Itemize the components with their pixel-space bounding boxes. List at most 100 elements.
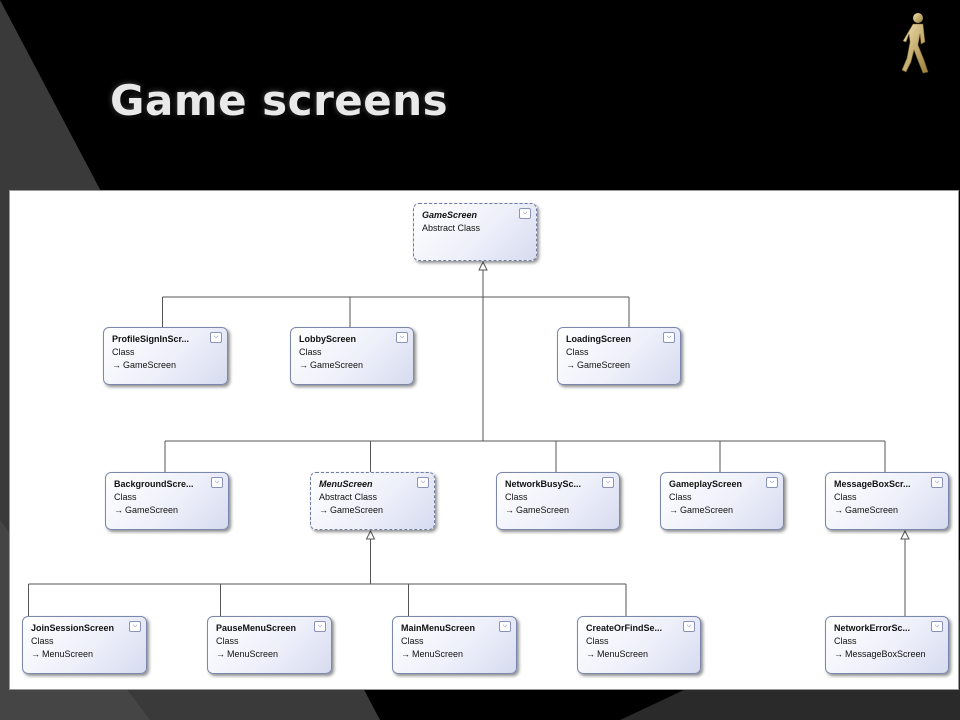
class-name: JoinSessionScreen [31,623,115,633]
class-kind: Class [834,492,857,502]
expand-chevron-icon[interactable]: ⌵ [766,477,778,488]
class-name: LobbyScreen [299,334,357,344]
inherits-arrow-icon: → [505,505,514,515]
base-class-name: MenuScreen [412,649,464,659]
expand-chevron-icon[interactable]: ⌵ [931,621,943,632]
expand-chevron-icon[interactable]: ⌵ [663,332,675,343]
base-class-row: →GameScreen [114,504,220,517]
base-class-name: GameScreen [845,505,899,515]
base-class-name: GameScreen [123,360,177,370]
class-name: NetworkBusySc... [505,479,582,489]
inherits-arrow-icon: → [112,360,121,370]
base-class-row: →GameScreen [299,359,405,372]
inherits-arrow-icon: → [31,649,40,659]
base-class-row: →GameScreen [112,359,219,372]
class-kind: Class [112,347,135,357]
class-name: GameScreen [422,210,478,220]
class-kind: Class [216,636,239,646]
class-name: CreateOrFindSe... [586,623,663,633]
class-box-profile-sign-in[interactable]: ⌵ ProfileSignInScr... Class →GameScreen [103,327,228,385]
base-class-row: →GameScreen [834,504,940,517]
inherits-arrow-icon: → [319,505,328,515]
expand-chevron-icon[interactable]: ⌵ [210,332,222,343]
base-class-row: →GameScreen [669,504,775,517]
inherits-arrow-icon: → [401,649,410,659]
class-name: MenuScreen [319,479,373,489]
expand-chevron-icon[interactable]: ⌵ [499,621,511,632]
class-kind: Abstract Class [422,223,481,233]
expand-chevron-icon[interactable]: ⌵ [683,621,695,632]
expand-chevron-icon[interactable]: ⌵ [417,477,429,488]
inherits-arrow-icon: → [216,649,225,659]
class-kind: Class [31,636,54,646]
expand-chevron-icon[interactable]: ⌵ [314,621,326,632]
inheritance-arrowhead-message-box [900,529,910,540]
class-box-network-error[interactable]: ⌵ NetworkErrorSc... Class →MessageBoxScreen [825,616,949,674]
expand-chevron-icon[interactable]: ⌵ [931,477,943,488]
class-box-create-or-find[interactable]: ⌵ CreateOrFindSe... Class →MenuScreen [577,616,701,674]
inherits-arrow-icon: → [669,505,678,515]
base-class-row: →MenuScreen [216,648,323,661]
class-name: NetworkErrorSc... [834,623,911,633]
base-class-name: MenuScreen [227,649,279,659]
base-class-row: →GameScreen [566,359,672,372]
base-class-row: →GameScreen [319,504,426,517]
class-kind: Class [834,636,857,646]
class-kind: Class [566,347,589,357]
class-box-network-busy[interactable]: ⌵ NetworkBusySc... Class →GameScreen [496,472,620,530]
base-class-name: MessageBoxScreen [845,649,926,659]
class-kind: Class [586,636,609,646]
inheritance-edges [28,260,910,616]
base-class-row: →MessageBoxScreen [834,648,940,661]
base-class-row: →GameScreen [505,504,611,517]
class-kind: Class [299,347,322,357]
class-name: GameplayScreen [669,479,743,489]
class-name: BackgroundScre... [114,479,194,489]
base-class-row: →MenuScreen [401,648,508,661]
class-kind: Class [669,492,692,502]
class-kind: Abstract Class [319,492,378,502]
inherits-arrow-icon: → [586,649,595,659]
class-name: PauseMenuScreen [216,623,297,633]
expand-chevron-icon[interactable]: ⌵ [519,208,531,219]
expand-chevron-icon[interactable]: ⌵ [396,332,408,343]
inherits-arrow-icon: → [299,360,308,370]
class-box-background[interactable]: ⌵ BackgroundScre... Class →GameScreen [105,472,229,530]
base-class-name: MenuScreen [42,649,94,659]
inheritance-arrowhead-menu-screen [365,529,376,540]
inherits-arrow-icon: → [834,649,843,659]
class-kind: Class [505,492,528,502]
class-name: ProfileSignInScr... [112,334,190,344]
base-class-name: GameScreen [577,360,631,370]
base-class-name: GameScreen [330,505,384,515]
expand-chevron-icon[interactable]: ⌵ [602,477,614,488]
class-name: LoadingScreen [566,334,632,344]
expand-chevron-icon[interactable]: ⌵ [129,621,141,632]
class-box-message-box[interactable]: ⌵ MessageBoxScr... Class →GameScreen [825,472,949,530]
class-kind: Class [114,492,137,502]
inherits-arrow-icon: → [566,360,575,370]
base-class-row: →MenuScreen [586,648,692,661]
inherits-arrow-icon: → [834,505,843,515]
base-class-row: →MenuScreen [31,648,138,661]
base-class-name: GameScreen [125,505,179,515]
base-class-name: GameScreen [310,360,364,370]
expand-chevron-icon[interactable]: ⌵ [211,477,223,488]
class-name: MessageBoxScr... [834,479,911,489]
walking-figure-icon [901,13,929,74]
class-name: MainMenuScreen [401,623,476,633]
slide-title: Game screens [110,76,449,125]
base-class-name: GameScreen [516,505,570,515]
base-class-name: GameScreen [680,505,734,515]
class-kind: Class [401,636,424,646]
base-class-name: MenuScreen [597,649,649,659]
